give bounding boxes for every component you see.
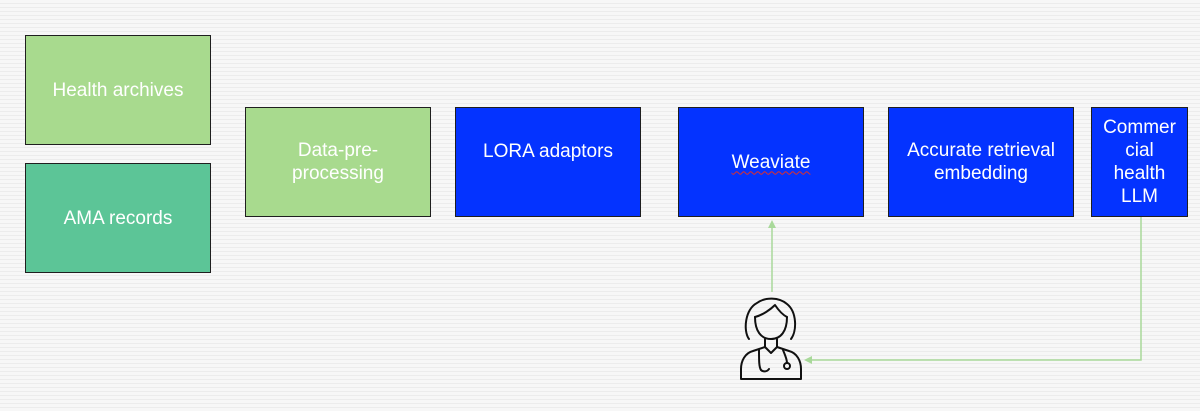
node-commercial-llm-line-4: LLM bbox=[1121, 186, 1158, 207]
edge-llm-to-doctor bbox=[804, 217, 1142, 364]
node-data-preprocessing-line-1: Data-pre- bbox=[297, 140, 379, 161]
node-commercial-health-llm: Commer cial health LLM bbox=[1091, 107, 1188, 217]
doctor-icon bbox=[740, 297, 802, 380]
node-data-preprocessing: Data-pre- processing bbox=[245, 107, 431, 217]
node-ama-records: AMA records bbox=[25, 163, 211, 273]
node-health-archives-label: Health archives bbox=[52, 79, 184, 101]
node-accurate-retrieval-line-2: embedding bbox=[933, 163, 1029, 184]
node-weaviate: Weaviate bbox=[678, 107, 864, 217]
node-accurate-retrieval-line-1: Accurate retrieval bbox=[907, 140, 1055, 161]
node-commercial-llm-line-3: health bbox=[1113, 163, 1166, 184]
node-health-archives: Health archives bbox=[25, 35, 211, 145]
node-ama-records-label: AMA records bbox=[63, 207, 173, 229]
node-weaviate-label: Weaviate bbox=[731, 151, 811, 173]
node-commercial-llm-line-1: Commer bbox=[1103, 117, 1176, 138]
node-commercial-llm-line-2: cial bbox=[1125, 140, 1154, 161]
node-accurate-retrieval-embedding: Accurate retrieval embedding bbox=[888, 107, 1074, 217]
node-lora-adaptors-label: LORA adaptors bbox=[483, 140, 613, 162]
node-lora-adaptors: LORA adaptors bbox=[455, 107, 641, 217]
node-data-preprocessing-line-2: processing bbox=[292, 163, 384, 184]
